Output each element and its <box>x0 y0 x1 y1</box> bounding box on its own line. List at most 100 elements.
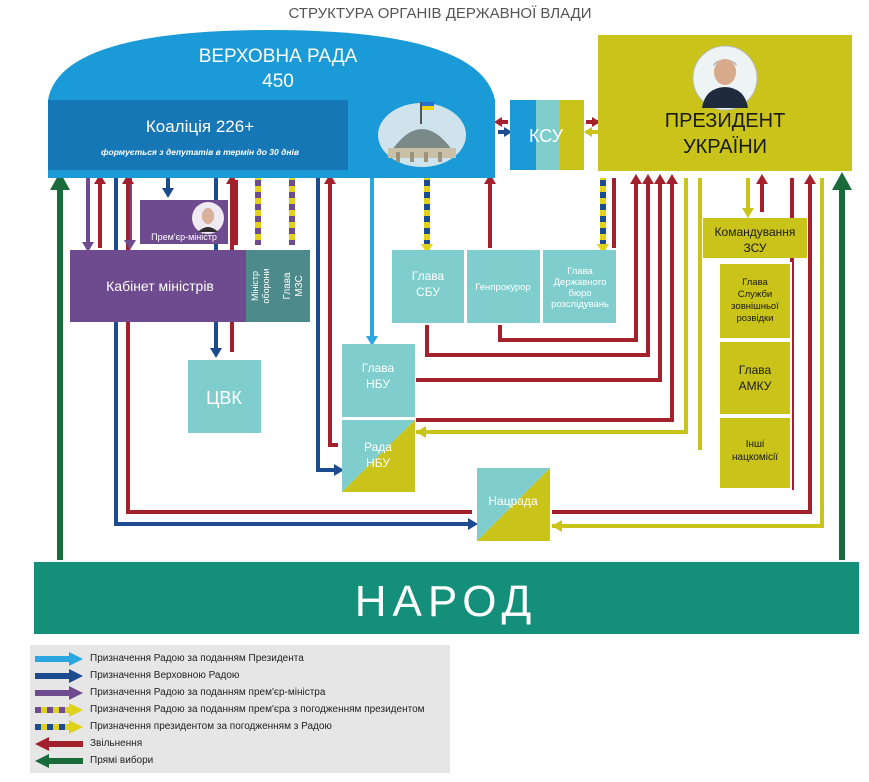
line-pres-dismiss-nbu-council <box>416 178 674 422</box>
arrowhead-dismiss-rada-red <box>324 174 336 184</box>
zsu-label-line2: ЗСУ <box>743 241 766 255</box>
line-dismiss-nbu-council <box>328 178 338 447</box>
line-pres-natsrada-yellow <box>552 178 824 528</box>
legend-item-purple: Призначення Радою за поданням прем'єр-мі… <box>30 686 450 702</box>
president-title-line1: ПРЕЗИДЕНТ <box>665 110 786 132</box>
legend-label: Призначення Радою за поданням Президента <box>90 653 304 664</box>
nbu-council-line2: НБУ <box>366 456 390 470</box>
legend-label: Призначення Верховною Радою <box>90 670 240 681</box>
arrowhead-cabinet-purple <box>82 242 94 252</box>
line-pres-dismiss-nbu <box>416 178 662 382</box>
legend-item-blue-yellow: Призначення президентом за погодженням з… <box>30 720 450 736</box>
arrowhead-zsu <box>742 208 754 218</box>
arrowhead-pres-red-5 <box>804 174 816 184</box>
legend-item-green: Прямі вибори <box>30 754 450 770</box>
pm-label: Прем'єр-міністр <box>151 232 217 242</box>
szr-label-line4: розвідки <box>737 313 774 324</box>
nbu-council-box: Рада НБУ <box>342 420 415 492</box>
arrowhead-ksu-yellow <box>584 127 592 137</box>
legend-arrow-darkblue-icon <box>35 669 83 683</box>
sbu-label-line1: Глава <box>412 269 445 283</box>
arrowhead-pres-red-3 <box>654 174 666 184</box>
arrowhead-pres-red-2 <box>630 174 642 184</box>
line-rada-nbu-council-darkblue <box>316 178 338 472</box>
sbu-box <box>392 250 464 323</box>
pm-portrait-icon <box>192 202 224 234</box>
zsu-box <box>703 218 807 258</box>
legend-label: Призначення Радою за поданням прем'єра з… <box>90 704 425 715</box>
legend-arrow-green-icon <box>35 754 83 768</box>
arrowhead-dismiss-rada-red-2 <box>122 174 134 184</box>
szr-box <box>720 264 790 338</box>
amku-label-line2: АМКУ <box>739 379 772 393</box>
legend-arrow-red-icon <box>35 737 83 751</box>
legend-arrow-blue-yellow-icon <box>35 720 83 734</box>
legend-item-red: Звільнення <box>30 737 450 753</box>
dbr-label-line2: Державного <box>554 277 607 288</box>
amku-label-line1: Глава <box>739 363 772 377</box>
cvk-label: ЦВК <box>206 388 242 408</box>
commissions-label-line2: нацкомісії <box>732 452 778 463</box>
arrowhead-nbu-council-yellow <box>416 426 426 438</box>
arrowhead-dismiss-genprok <box>484 174 496 184</box>
dbr-label-line4: розслідувань <box>551 299 609 310</box>
arrowhead-pres-red-1 <box>642 174 654 184</box>
diagram-title: СТРУКТУРА ОРГАНІВ ДЕРЖАВНОЇ ВЛАДИ <box>288 5 591 22</box>
ksu-label: КСУ <box>529 126 564 146</box>
defense-box <box>246 250 278 322</box>
coalition-box <box>48 100 348 170</box>
nbu-head-line2: НБУ <box>366 377 390 391</box>
legend-item-darkblue: Призначення Верховною Радою <box>30 669 450 685</box>
legend-arrow-purple-icon <box>35 686 83 700</box>
legend: Призначення Радою за поданням Президента… <box>30 645 450 773</box>
mfa-label-line2: МЗС <box>294 275 305 296</box>
arrowhead-dbr <box>597 244 609 254</box>
arrowhead-pres-red-4 <box>666 174 678 184</box>
mfa-box <box>278 250 310 322</box>
line-pres-nbu-council-yellow <box>416 178 688 434</box>
coalition-label: Коаліція 226+ <box>146 117 254 136</box>
defense-label-line1: Міністр <box>250 271 260 301</box>
ksu-box: КСУ <box>510 100 584 170</box>
arrowhead-natsrada-blue <box>468 518 478 530</box>
arrowhead-pres-red-6 <box>756 174 768 184</box>
president-portrait-icon <box>692 45 758 111</box>
legend-label: Прямі вибори <box>90 755 154 766</box>
defense-label-line2: оборони <box>261 268 271 303</box>
arrowheads <box>50 117 852 532</box>
line-pres-dismiss-natsrada <box>552 178 812 514</box>
szr-label-line3: зовнішньої <box>731 301 779 312</box>
dbr-label-line1: Глава <box>567 266 593 277</box>
rada-seats: 450 <box>262 71 294 92</box>
nbu-council-line1: Рада <box>364 440 392 454</box>
arrowhead-cvk-darkblue <box>210 348 222 358</box>
szr-label-line2: Служби <box>738 289 772 300</box>
arrowhead-election-president <box>832 172 852 190</box>
legend-arrow-purple-yellow-icon <box>35 703 83 717</box>
dbr-box <box>543 250 616 323</box>
line-pres-dismiss-sbu <box>425 178 650 357</box>
rada-building-icon <box>378 102 466 167</box>
natsrada-box: Нацрада <box>477 468 550 541</box>
arrowhead-pm-purple <box>124 240 136 250</box>
line-pres-dismiss-genprok <box>498 178 638 342</box>
rada-title: ВЕРХОВНА РАДА <box>199 46 358 67</box>
sbu-label-line2: СБУ <box>416 285 440 299</box>
president-title-line2: УКРАЇНИ <box>683 136 767 158</box>
commissions-box <box>720 418 790 488</box>
szr-label-line1: Глава <box>742 277 768 288</box>
arrowhead-ksu-red-left <box>494 117 502 127</box>
zsu-label-line1: Командування <box>715 225 796 239</box>
arrowhead-pm-darkblue <box>162 188 174 198</box>
arrowhead-ksu-red-right <box>592 117 600 127</box>
mfa-label-line1: Глава <box>282 272 293 299</box>
arrowhead-election-rada <box>50 172 70 190</box>
legend-arrow-lightblue-icon <box>35 652 83 666</box>
arrowhead-dismiss-cabinet <box>94 174 106 184</box>
arrowhead-dismiss-cvk <box>226 174 238 184</box>
narod-label: НАРОД <box>355 577 538 626</box>
genprok-box <box>467 250 540 323</box>
cabinet-box <box>70 250 246 322</box>
legend-label: Призначення Радою за поданням прем'єр-мі… <box>90 687 326 698</box>
legend-label: Звільнення <box>90 738 143 749</box>
